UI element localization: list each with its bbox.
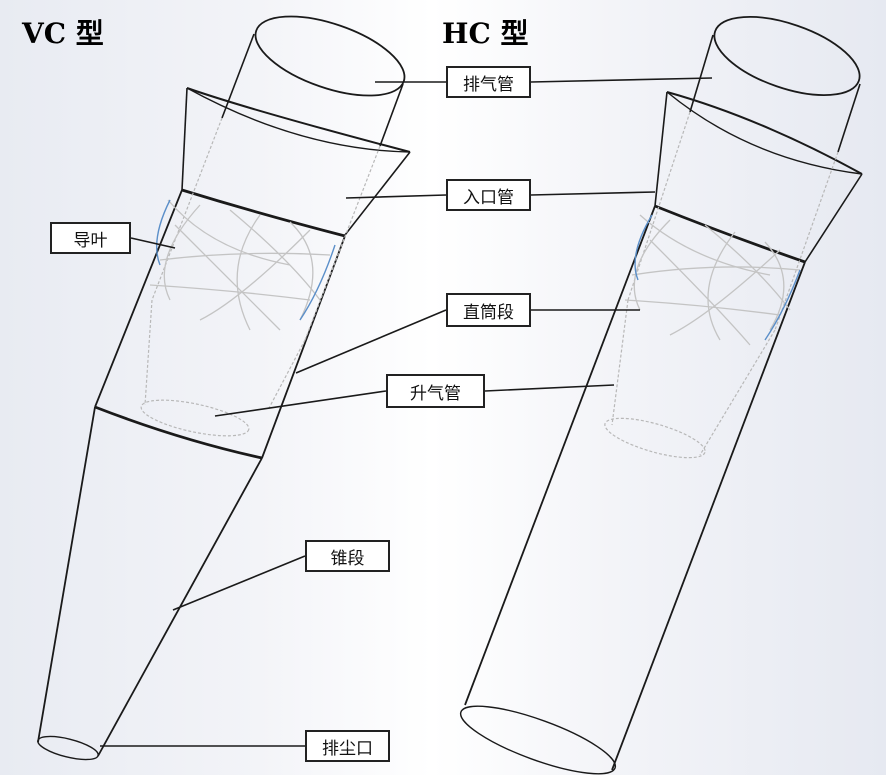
hc-vanes: [624, 214, 801, 346]
vc-vanes: [149, 199, 331, 331]
hc-body-right: [611, 261, 806, 771]
vc-seam: [94, 405, 263, 460]
leader-riser-left: [214, 390, 387, 417]
leader-cone: [172, 555, 306, 611]
hc-body-left: [464, 205, 656, 706]
hc-bottom-ellipse: [459, 705, 617, 775]
hc-hidden-lines: [604, 111, 839, 459]
label-dust-outlet: 排尘口: [305, 730, 390, 762]
label-cone-section: 锥段: [305, 540, 390, 572]
leader-riser-right: [484, 384, 615, 392]
vc-dust-outlet-ellipse: [37, 735, 99, 761]
label-guide-vane: 导叶: [50, 222, 131, 254]
hc-cyclone: [459, 16, 863, 775]
vc-cone-left: [37, 406, 96, 743]
vc-inlet-pipe: [181, 87, 411, 236]
vc-cyclone: [37, 15, 411, 761]
hc-band: [654, 204, 806, 264]
vc-hidden-lines: [140, 117, 381, 437]
leader-vane: [130, 237, 176, 249]
vc-vane-blue: [155, 199, 171, 266]
vc-title: VC 型: [22, 17, 104, 50]
leader-lines: [100, 77, 713, 747]
leader-straight-left: [295, 309, 447, 374]
vc-straight-left: [94, 189, 183, 408]
leader-inlet-left: [345, 194, 447, 199]
hc-title: HC 型: [442, 17, 529, 50]
vc-vane-blue-2: [299, 244, 336, 321]
hc-vane-blue-2: [764, 269, 801, 341]
label-straight-section: 直筒段: [446, 293, 531, 327]
label-exhaust-pipe: 排气管: [446, 66, 531, 98]
label-riser-pipe: 升气管: [386, 374, 485, 408]
leader-inlet-right: [530, 191, 656, 196]
vc-band: [181, 188, 346, 238]
label-inlet-pipe: 入口管: [446, 179, 531, 211]
hc-vane-blue: [634, 214, 653, 281]
hc-inlet-pipe: [654, 91, 863, 263]
leader-exhaust-right: [530, 77, 713, 83]
